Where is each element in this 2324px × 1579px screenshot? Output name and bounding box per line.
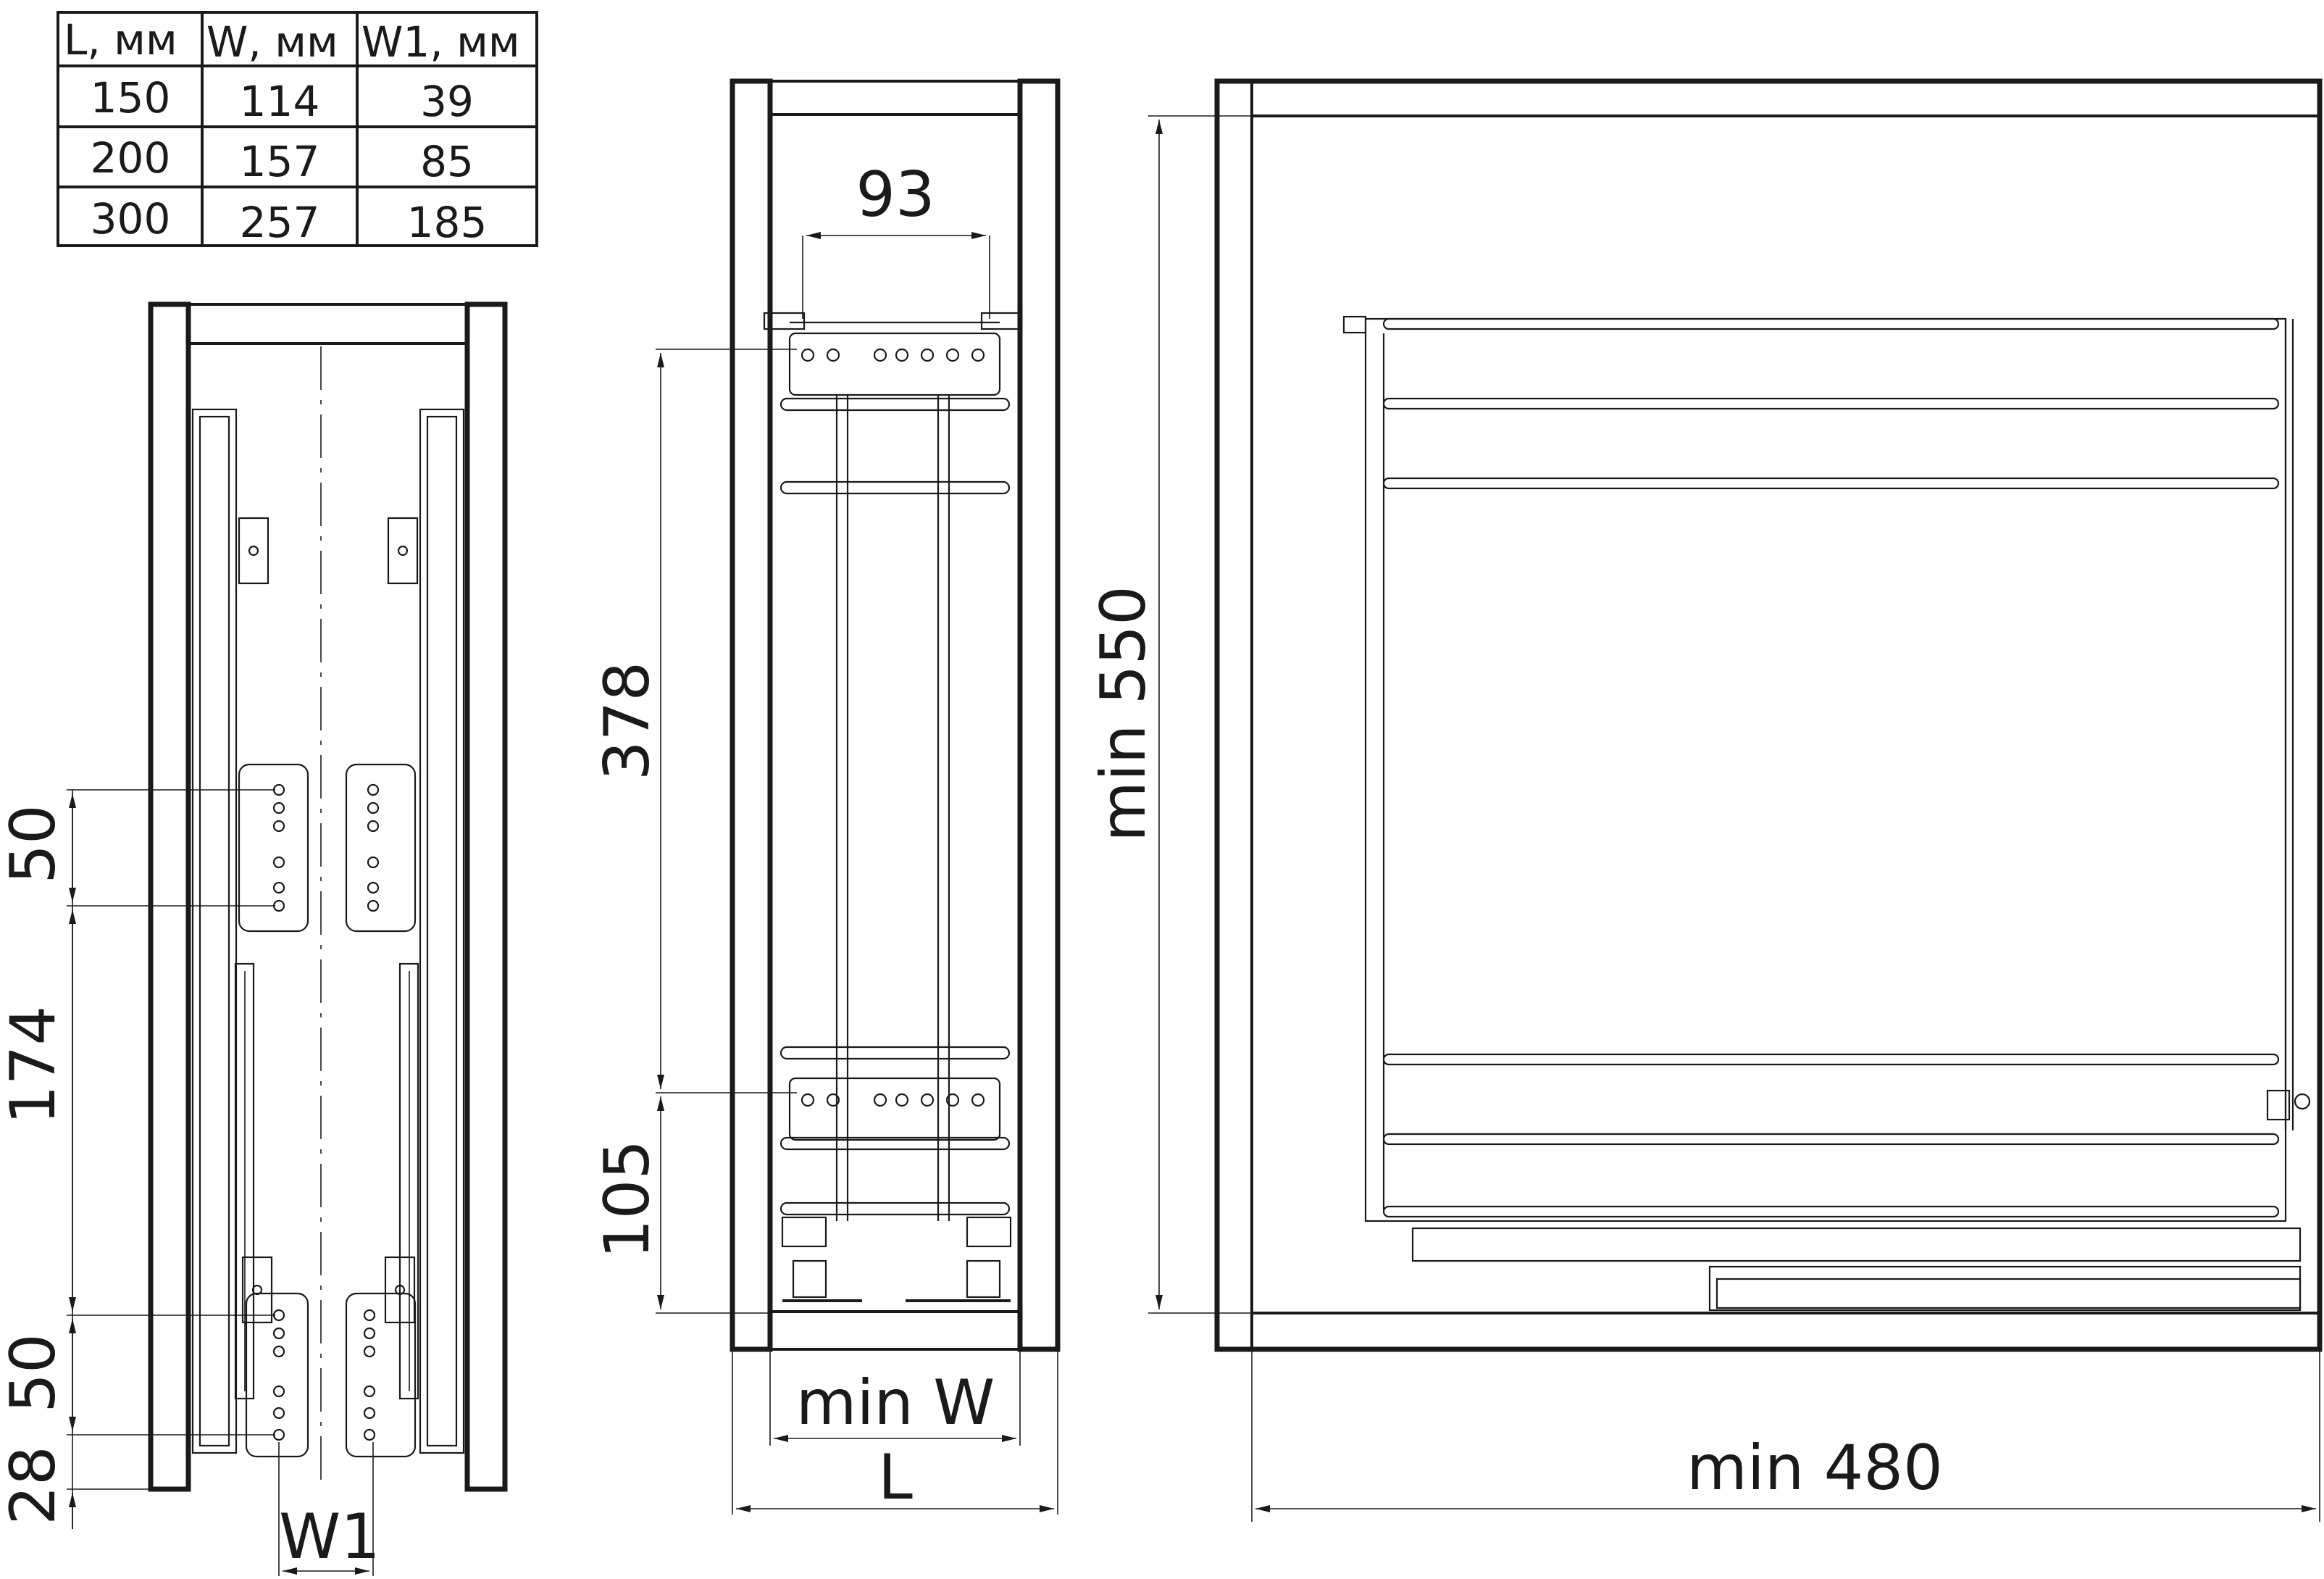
dimension-label: min W (796, 1367, 995, 1439)
front-view: 93 378 105 min W L (591, 78, 1061, 1515)
bracket-holes (801, 348, 985, 1107)
hole-pattern (272, 783, 380, 912)
top-view: 50 174 50 28 W1 (0, 301, 508, 1576)
dimension-label: 50 (0, 1333, 70, 1412)
dimension-label: 28 (0, 1446, 70, 1525)
table-cell: 200 (91, 133, 171, 183)
table-header-w: W, мм (206, 17, 338, 67)
dimension-label: 105 (591, 1140, 664, 1259)
table-cell: 157 (240, 137, 320, 186)
dimension-label: W1 (279, 1501, 380, 1573)
dimension-label: 93 (856, 159, 935, 231)
table-cell: 114 (240, 77, 320, 126)
table-cell: 185 (407, 198, 488, 247)
table-cell: 39 (420, 77, 474, 126)
table-cell: 150 (91, 73, 171, 122)
dimension-label: L (878, 1441, 913, 1514)
table-header-l: L, мм (64, 15, 177, 64)
dimension-label: 50 (0, 804, 70, 883)
dimension-label: min 480 (1686, 1432, 1943, 1504)
table-header-w1: W1, мм (361, 17, 520, 67)
spec-table: L, мм W, мм W1, мм 150 114 39 200 157 85… (57, 11, 538, 247)
dimension-label: min 550 (1087, 586, 1160, 842)
dimension-label: 174 (0, 1006, 70, 1125)
table-cell: 85 (420, 137, 474, 186)
table-cell: 300 (91, 194, 171, 243)
side-view: min 550 min 480 (1087, 78, 2323, 1522)
table-cell: 257 (240, 198, 320, 247)
hole-pattern (272, 1309, 376, 1441)
dimension-label: 378 (591, 662, 664, 780)
